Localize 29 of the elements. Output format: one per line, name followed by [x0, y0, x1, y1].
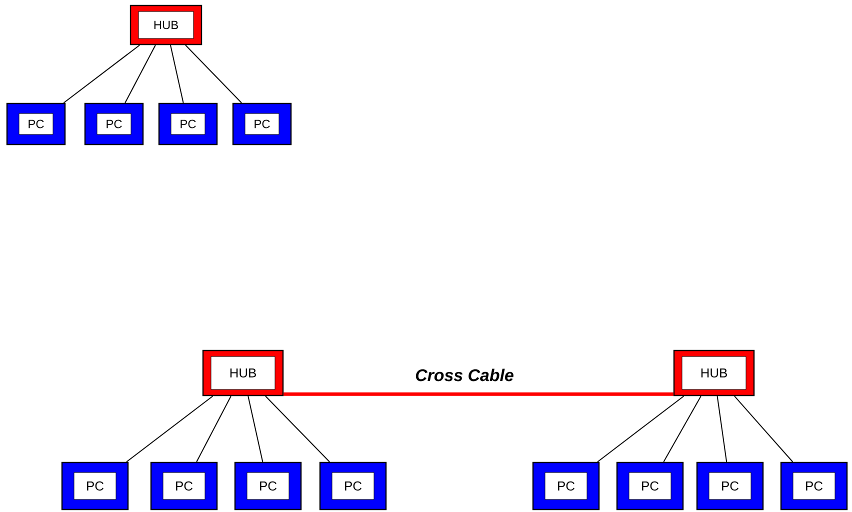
- pc-box: PC: [780, 462, 848, 510]
- cable-line: [196, 396, 232, 462]
- cable-line: [264, 396, 330, 462]
- pc-box: PC: [150, 462, 218, 510]
- pc-box: PC: [61, 462, 129, 510]
- cable-line: [284, 392, 674, 396]
- pc-box: PC: [232, 102, 292, 146]
- pc-box: PC: [6, 102, 66, 146]
- cable-line: [248, 396, 264, 462]
- cable-line: [734, 396, 794, 462]
- pc-box: PC: [234, 462, 302, 510]
- hub-box: HUB: [202, 350, 284, 396]
- pc-box: PC: [84, 102, 144, 146]
- cable-line: [63, 44, 140, 104]
- pc-box: PC: [616, 462, 684, 510]
- cable-line: [663, 396, 702, 462]
- cable-line: [716, 396, 728, 462]
- cable-line: [124, 44, 156, 104]
- edge-label: Cross Cable: [416, 368, 514, 382]
- pc-box: PC: [696, 462, 764, 510]
- pc-box: PC: [158, 102, 218, 146]
- hub-box: HUB: [130, 4, 202, 46]
- cable-line: [126, 396, 214, 462]
- pc-box: PC: [319, 462, 387, 510]
- pc-box: PC: [532, 462, 600, 510]
- cable-line: [597, 396, 684, 462]
- hub-box: HUB: [673, 350, 755, 396]
- cable-line: [170, 44, 184, 104]
- cable-line: [185, 44, 242, 104]
